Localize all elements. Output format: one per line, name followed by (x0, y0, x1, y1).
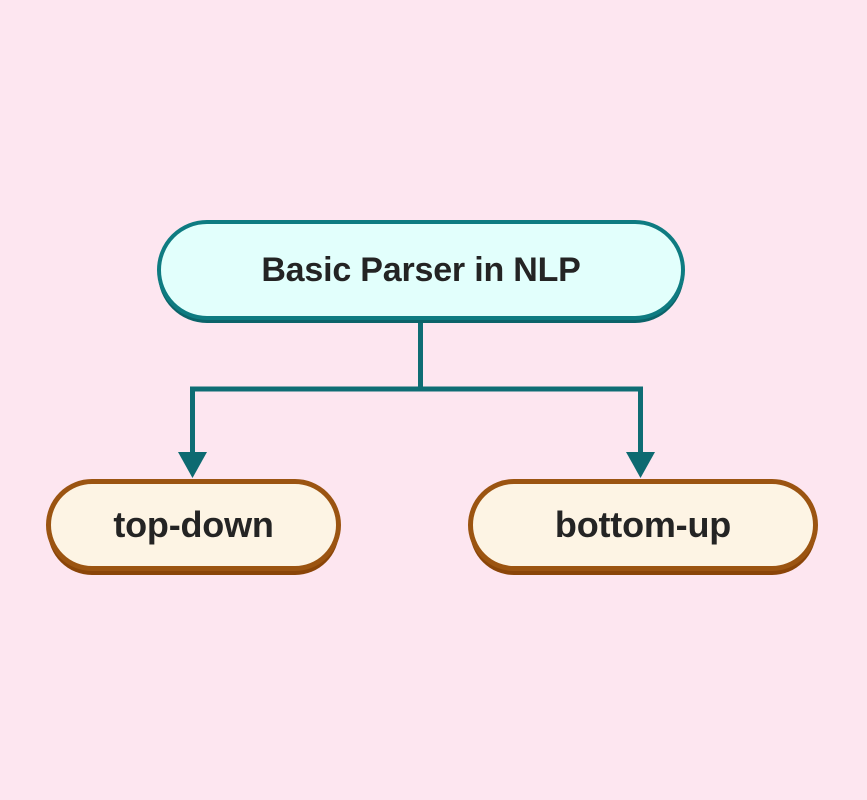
node-top-down[interactable]: top-down (46, 479, 341, 571)
node-bottom-up[interactable]: bottom-up (468, 479, 818, 571)
node-bottom-up-label: bottom-up (554, 504, 732, 545)
node-root[interactable]: Basic Parser in NLP (157, 220, 685, 320)
node-top-down-label: top-down (113, 504, 274, 545)
node-root-label: Basic Parser in NLP (261, 251, 581, 289)
arrowhead-left-icon (178, 452, 207, 478)
arrowhead-right-icon (626, 452, 655, 478)
